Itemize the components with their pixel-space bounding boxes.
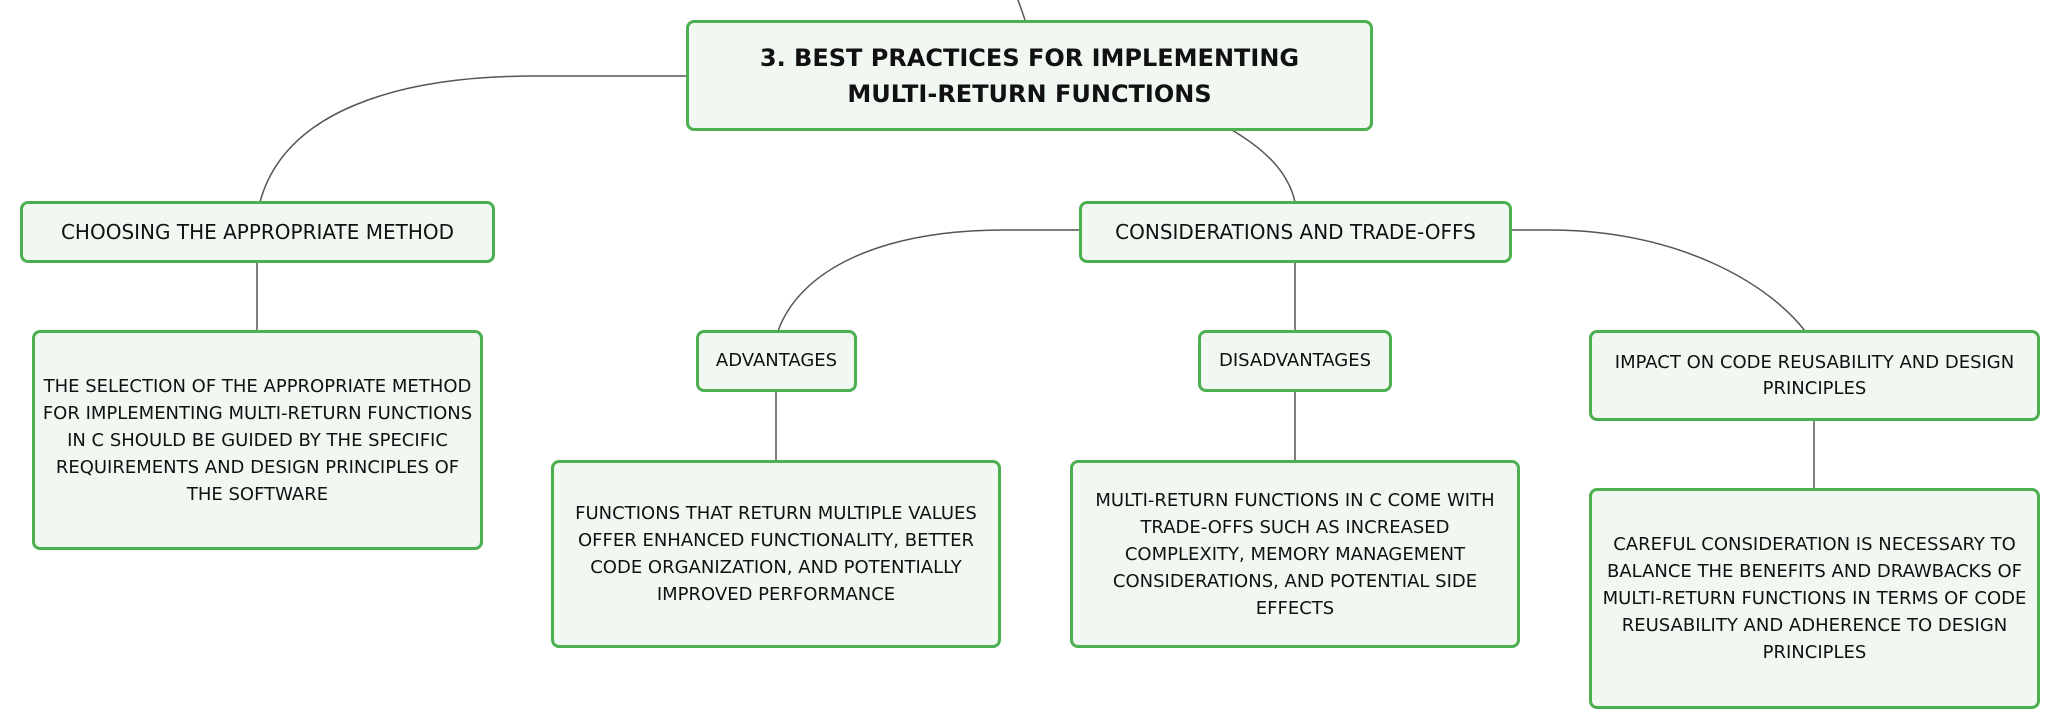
- advantages-node[interactable]: ADVANTAGES: [696, 330, 857, 392]
- advantages-detail-node[interactable]: FUNCTIONS THAT RETURN MULTIPLE VALUES OF…: [551, 460, 1001, 648]
- connector-considerations-to-impact: [1510, 229, 1806, 332]
- connector-root-to-considerations: [1231, 129, 1296, 203]
- choosing-method-detail-node[interactable]: THE SELECTION OF THE APPROPRIATE METHOD …: [32, 330, 483, 550]
- impact-detail-text: CAREFUL CONSIDERATION IS NECESSARY TO BA…: [1602, 534, 2027, 663]
- considerations-node[interactable]: CONSIDERATIONS AND TRADE-OFFS: [1079, 201, 1512, 263]
- disadvantages-detail-node[interactable]: MULTI-RETURN FUNCTIONS IN C COME WITH TR…: [1070, 460, 1520, 648]
- disadvantages-label: DISADVANTAGES: [1218, 350, 1372, 371]
- choosing-method-node[interactable]: CHOOSING THE APPROPRIATE METHOD: [20, 201, 495, 263]
- connector-parent-to-root: [1017, 0, 1026, 21]
- connector-considerations-to-advantages: [777, 229, 1079, 332]
- impact-detail-node[interactable]: CAREFUL CONSIDERATION IS NECESSARY TO BA…: [1589, 488, 2040, 709]
- impact-label: IMPACT ON CODE REUSABILITY AND DESIGN PR…: [1614, 351, 2015, 399]
- disadvantages-detail-text: MULTI-RETURN FUNCTIONS IN C COME WITH TR…: [1095, 489, 1495, 619]
- connector-root-to-choosing: [259, 75, 686, 203]
- considerations-label: CONSIDERATIONS AND TRADE-OFFS: [1115, 220, 1476, 244]
- impact-node[interactable]: IMPACT ON CODE REUSABILITY AND DESIGN PR…: [1589, 330, 2040, 421]
- choosing-method-detail-text: THE SELECTION OF THE APPROPRIATE METHOD …: [42, 375, 473, 505]
- root-topic-label: 3. BEST PRACTICES FOR IMPLEMENTING MULTI…: [759, 43, 1300, 108]
- choosing-method-label: CHOOSING THE APPROPRIATE METHOD: [60, 220, 455, 244]
- root-topic-node[interactable]: 3. BEST PRACTICES FOR IMPLEMENTING MULTI…: [686, 20, 1373, 131]
- advantages-detail-text: FUNCTIONS THAT RETURN MULTIPLE VALUES OF…: [575, 503, 977, 605]
- disadvantages-node[interactable]: DISADVANTAGES: [1198, 330, 1392, 392]
- advantages-label: ADVANTAGES: [715, 350, 838, 371]
